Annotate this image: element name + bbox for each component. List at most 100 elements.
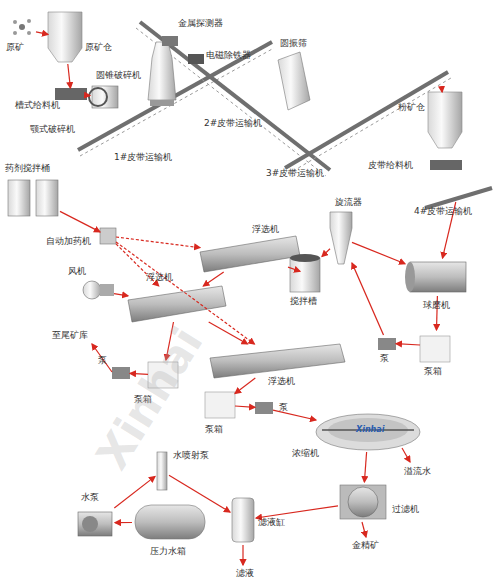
flow-note: 至尾矿库 — [52, 330, 88, 341]
equipment-label: 泵箱 — [205, 424, 223, 435]
flow-line — [235, 378, 255, 394]
equipment: 皮带给料机 — [430, 160, 462, 170]
feeder — [55, 88, 87, 100]
flow-line — [322, 249, 330, 257]
equipment: 圆锥破碎机 — [148, 42, 176, 106]
ore-icon — [19, 24, 25, 30]
equipment: 粉矿仓 — [428, 92, 462, 148]
equipment-label: 皮带给料机 — [368, 160, 413, 171]
equipment: 浮选机 — [210, 344, 345, 378]
ore-icon — [27, 31, 31, 35]
jaw-crusher — [92, 86, 118, 108]
pump — [378, 338, 396, 350]
flow-line — [396, 344, 420, 345]
flow-line — [87, 95, 90, 96]
flow-line — [116, 237, 200, 248]
blower — [83, 281, 101, 299]
vibrating-screen — [278, 52, 310, 110]
equipment: 4#皮带运输机 — [446, 192, 468, 202]
cone-crusher — [148, 42, 176, 100]
equipment: 圆振筛 — [278, 52, 310, 110]
reagent-tank — [36, 180, 58, 216]
tank-top — [290, 254, 320, 262]
equipment-label: 圆振筛 — [280, 38, 307, 49]
conveyor-belt — [425, 188, 492, 208]
water-jet-pump — [157, 452, 167, 490]
equipment: 2#皮带运输机 — [222, 84, 242, 98]
flow-line — [352, 242, 405, 263]
filter — [340, 485, 386, 519]
crusher-base — [150, 100, 174, 106]
equipment: 浮选机 — [200, 236, 300, 272]
flow-line — [352, 263, 384, 335]
equipment: 原矿 — [10, 18, 36, 40]
dosing-machine — [100, 228, 116, 244]
equipment-label: 电磁除铁器 — [206, 50, 251, 61]
equipment-label: 颚式破碎机 — [30, 124, 75, 135]
equipment-label: 粉矿仓 — [398, 102, 425, 113]
equipment: 泵 — [378, 335, 396, 351]
equipment-label: 水喷射泵 — [173, 450, 209, 461]
equipment: 原矿仓 — [48, 12, 82, 64]
equipment: 过滤机 — [338, 482, 388, 522]
flow-note: 滤液 — [236, 568, 254, 579]
equipment-label: 自动加药机 — [46, 236, 91, 247]
flow-line — [441, 88, 443, 92]
equipment-label: 过滤机 — [392, 504, 419, 515]
equipment-label: 圆锥破碎机 — [96, 70, 141, 81]
equipment: 压力水箱 — [132, 502, 208, 542]
equipment-label: 1#皮带运输机 — [114, 152, 172, 163]
ore-icon — [13, 20, 17, 24]
equipment: 颚式破碎机 — [90, 84, 120, 110]
equipment-label: 2#皮带运输机 — [204, 118, 262, 129]
flow-arrow — [242, 545, 243, 565]
flow-arrow — [362, 522, 366, 537]
flow-line — [114, 294, 128, 296]
metal-detector — [162, 36, 178, 46]
equipment: 搅拌槽 — [288, 252, 322, 294]
flow-line — [68, 64, 71, 88]
conveyor-belt — [140, 22, 330, 170]
equipment-label: 风机 — [68, 266, 86, 277]
flotation-cell — [210, 344, 345, 378]
equipment-label: 原矿仓 — [85, 42, 112, 53]
equipment-label: 泵 — [279, 402, 288, 413]
equipment-label: 泵 — [98, 355, 107, 366]
belt-feeder — [430, 160, 462, 170]
mill-end — [405, 262, 415, 292]
equipment-label: 浓缩机 — [292, 448, 319, 459]
pump — [255, 402, 273, 414]
flow-line — [115, 522, 132, 523]
flow-line — [235, 406, 255, 407]
equipment-label: 金属探测器 — [178, 18, 223, 29]
belt-truss — [288, 78, 451, 174]
flow-line — [209, 322, 248, 344]
flow-arrow — [402, 448, 410, 462]
equipment: 滤液缸 — [230, 495, 256, 545]
equipment-label: 3#皮带运输机 — [266, 168, 324, 179]
conveyor-belt — [285, 72, 448, 168]
ball-mill — [410, 262, 466, 292]
pump — [112, 367, 130, 379]
flow-line — [364, 452, 366, 482]
equipment: 水泵 — [75, 508, 115, 538]
flow-line — [60, 211, 100, 232]
equipment-label: 浮选机 — [252, 224, 279, 235]
equipment-label: 药剂搅拌桶 — [5, 163, 50, 174]
pressure-tank — [135, 505, 205, 539]
equipment-label: 槽式给料机 — [15, 100, 60, 111]
equipment-label: 滤液缸 — [258, 517, 285, 528]
equipment: 泵箱 — [205, 390, 235, 420]
flow-line — [203, 272, 223, 286]
equipment: 1#皮带运输机 — [86, 132, 110, 146]
equipment: 3#皮带运输机 — [430, 74, 452, 88]
ore-bin — [48, 12, 82, 62]
flow-note: 溢流水 — [404, 466, 431, 477]
flow-note: 金精矿 — [352, 540, 379, 551]
equipment: 浮选机 — [128, 286, 226, 322]
equipment-label: 泵箱 — [424, 366, 442, 377]
flow-line — [256, 506, 338, 518]
